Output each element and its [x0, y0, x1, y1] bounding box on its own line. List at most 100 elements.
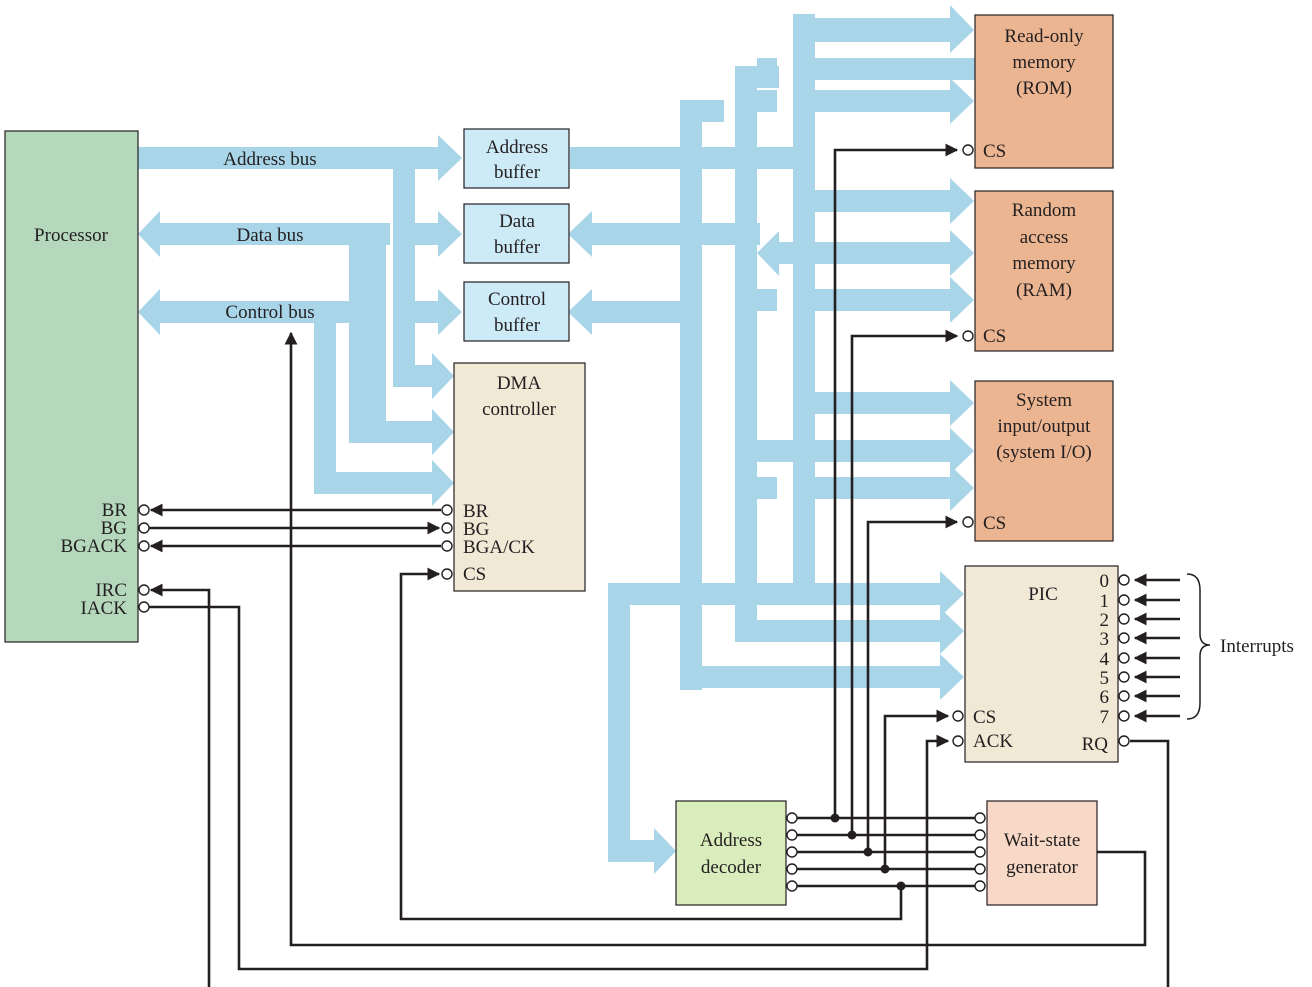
- ram-address-arrow: [815, 178, 974, 224]
- pic-ir1-pin: [1118, 594, 1130, 606]
- pic-ir4-pin: [1118, 652, 1130, 664]
- processor-title: Processor: [34, 225, 109, 246]
- rom-block: [974, 14, 1114, 169]
- dma-bg-pin: [441, 522, 453, 534]
- dma-pin-bg: BG: [463, 519, 490, 540]
- pic-input-0: 0: [1100, 571, 1110, 592]
- dma-address-arrow: [393, 353, 454, 399]
- address-decoder-block: [675, 800, 787, 906]
- rom-control-arrow: [815, 78, 974, 124]
- decoder-title-line1: Address: [700, 830, 762, 851]
- dma-controller-block: [453, 362, 586, 592]
- pic-ir3-pin: [1118, 632, 1130, 644]
- data-bus-label: Data bus: [236, 225, 303, 246]
- rom-data-line: [815, 58, 975, 80]
- rom-title-line2: memory: [1012, 52, 1076, 73]
- ram-title-line1: Random: [1012, 200, 1077, 221]
- control-trunk-cap: [680, 100, 724, 122]
- pic-input-1: 1: [1100, 591, 1110, 612]
- dma-pin-bgack: BGA/CK: [463, 537, 535, 558]
- ram-title-line3: memory: [1012, 253, 1076, 274]
- control-buffer-line1: Control: [488, 289, 546, 310]
- pic-ack-label: ACK: [973, 731, 1013, 752]
- dma-cs-wire: [399, 567, 903, 921]
- sysio-address-arrow: [815, 380, 974, 426]
- processor-pin-br: BR: [102, 500, 128, 521]
- pic-address-arrow: [608, 571, 964, 805]
- processor-irc-pin: [138, 584, 150, 596]
- pic-input-2: 2: [1100, 610, 1110, 631]
- pic-ir7-pin: [1118, 710, 1130, 722]
- pic-cs-wire: [883, 709, 950, 869]
- irc-wire: [1130, 739, 1170, 987]
- ram-control-arrow: [815, 277, 974, 323]
- wait-state-in-pin-4: [974, 863, 986, 875]
- decoder-out-pin-5: [786, 880, 798, 892]
- pic-data-arrow: [735, 608, 964, 654]
- dma-br-pin: [441, 504, 453, 516]
- dma-cs-pin: [441, 568, 453, 580]
- rom-cs-label: CS: [983, 141, 1006, 162]
- pic-input-3: 3: [1100, 629, 1110, 650]
- sysio-cs-wire: [866, 515, 959, 852]
- address-bus-label: Address bus: [223, 149, 316, 170]
- junction-dot: [847, 830, 857, 840]
- address-buffer-line1: Address: [486, 137, 548, 158]
- data-buffer-input-arrow: [568, 211, 760, 257]
- iack-wire: [149, 605, 950, 971]
- bus-arrows: [138, 5, 975, 874]
- decoder-out-pin-4: [786, 863, 798, 875]
- processor-br-pin: [138, 504, 150, 516]
- pic-rq-label: RQ: [1082, 734, 1109, 755]
- pic-ir2-pin: [1118, 613, 1130, 625]
- data-buffer-line2: buffer: [494, 237, 541, 258]
- control-buffer-block: [463, 281, 570, 342]
- dma-title-line2: controller: [482, 399, 557, 420]
- processor-pin-irc: IRC: [95, 580, 127, 601]
- wait-state-title-line1: Wait-state: [1004, 830, 1081, 851]
- data-bus-arrow: [138, 211, 390, 257]
- decoder-out-pin-1: [786, 812, 798, 824]
- data-buffer-line1: Data: [499, 211, 535, 232]
- processor-pin-bgack: BGACK: [60, 536, 127, 557]
- rom-title-line1: Read-only: [1004, 26, 1084, 47]
- pic-ack-pin: [952, 735, 964, 747]
- pic-title: PIC: [1028, 584, 1058, 605]
- dma-pin-cs: CS: [463, 564, 486, 585]
- control-wires: [149, 143, 1180, 987]
- dma-control-arrow: [314, 460, 454, 506]
- address-buffer-block: [463, 128, 570, 189]
- sysio-data-arrow: [757, 428, 974, 474]
- rom-cs-wire: [833, 143, 959, 818]
- processor-pin-iack: IACK: [81, 598, 128, 619]
- rom-cs-pin: [962, 144, 974, 156]
- pic-ir0-pin: [1118, 574, 1130, 586]
- sysio-title-line1: System: [1016, 390, 1072, 411]
- control-bus-branch: [314, 323, 336, 494]
- sysio-title-line2: input/output: [998, 416, 1092, 437]
- ram-cs-wire: [850, 329, 959, 835]
- control-bus-arrow: [138, 289, 350, 335]
- processor-bg-pin: [138, 522, 150, 534]
- decoder-title-line2: decoder: [701, 857, 762, 878]
- dma-data-arrow-a: [366, 409, 454, 455]
- junction-dot: [863, 847, 873, 857]
- control-buffer-line2: buffer: [494, 315, 541, 336]
- pin-circles: [138, 144, 1130, 892]
- ram-title-line4: (RAM): [1016, 280, 1072, 301]
- irc-processor-wire: [149, 583, 211, 987]
- wait-state-in-pin-3: [974, 846, 986, 858]
- rom-title-line3: (ROM): [1016, 78, 1072, 99]
- sysio-title-line3: (system I/O): [996, 442, 1092, 463]
- wait-state-title-line2: generator: [1006, 857, 1078, 878]
- ram-data-back-arrow: [757, 231, 795, 276]
- decoder-out-pin-3: [786, 846, 798, 858]
- junction-dot: [880, 864, 890, 874]
- control-trunk: [680, 100, 702, 690]
- data-bus-arrow-tip: [414, 211, 462, 257]
- data-bus-branch-a: [366, 245, 386, 431]
- address-trunk: [793, 14, 815, 594]
- sysio-cs-label: CS: [983, 513, 1006, 534]
- ram-control-connector: [757, 289, 777, 311]
- junction-dot: [830, 813, 840, 823]
